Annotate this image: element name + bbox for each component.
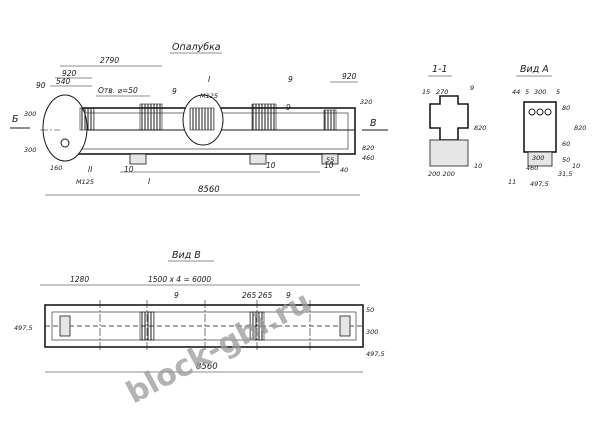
small-hole <box>60 138 70 148</box>
dim-90: 90 <box>36 81 46 90</box>
support-pad-left <box>129 153 147 165</box>
sec-d200-200: 200 200 <box>428 170 455 178</box>
support-pad-right <box>321 153 339 165</box>
arrow-b: Б <box>12 114 19 125</box>
dim-320: 320 <box>360 98 372 106</box>
dim-2790: 2790 <box>100 56 119 65</box>
bottom-d50: 50 <box>366 306 374 314</box>
hole-label: Отв. ⌀=50 <box>98 86 138 95</box>
bottom-view: Вид В 1280 1500 х 4 = 6000 9 265 265 9 4… <box>14 250 385 373</box>
pos10-c: 10 <box>324 161 334 170</box>
top-view-title: Опалубка <box>172 42 221 53</box>
bottom-d265b: 265 <box>258 291 273 300</box>
section-title: 1-1 <box>432 64 448 75</box>
top-view: Опалубка 2790 920 540 90 920 <box>10 42 388 196</box>
view-a-title: Вид А <box>520 64 549 75</box>
bottom-d300: 300 <box>366 328 378 336</box>
va-d4975: 497,5 <box>530 180 549 188</box>
va-d60: 60 <box>562 140 570 148</box>
dim-8560-bottom: 8560 <box>196 362 218 372</box>
pos9-b: 9 <box>288 75 293 84</box>
va-d44: 44 <box>512 88 520 96</box>
bottom-pos9-b: 9 <box>286 291 291 300</box>
mark-i: I <box>208 75 211 84</box>
bottom-d4975-right: 497,5 <box>366 350 385 358</box>
bottom-view-title: Вид В <box>172 250 201 261</box>
dim-1500x4: 1500 х 4 = 6000 <box>148 275 211 284</box>
dim-160: 160 <box>50 164 62 172</box>
view-a-foot <box>527 151 553 167</box>
view-a-hole-1 <box>528 108 536 116</box>
section-1-1: 1-1 15 270 9 820 200 200 10 <box>422 64 486 178</box>
dim-300b: 300 <box>24 146 36 154</box>
va-d300: 300 <box>534 88 546 96</box>
pos9-c: 9 <box>286 103 291 112</box>
bottom-beam-inner <box>51 311 357 341</box>
pos10-a: 10 <box>124 165 134 174</box>
view-a: Вид А 44 5 300 5 80 820 60 300 460 31,5 … <box>508 64 586 188</box>
va-d5a: 5 <box>525 88 529 96</box>
va-d11: 11 <box>508 178 516 186</box>
va-d820: 820 <box>574 124 586 132</box>
view-a-hole-3 <box>544 108 552 116</box>
sec-d10: 10 <box>474 162 482 170</box>
sec-d270: 270 <box>436 88 448 96</box>
va-d300b: 300 <box>532 154 544 162</box>
bottom-d4975-left: 497,5 <box>14 324 33 332</box>
embed-zone-1 <box>79 107 95 131</box>
bottom-end-left <box>59 315 71 337</box>
dim-40: 40 <box>340 166 348 174</box>
arrow-v: В <box>370 118 377 129</box>
va-d10: 10 <box>572 162 580 170</box>
dim-55: 55 <box>326 156 334 164</box>
view-a-hole-2 <box>536 108 544 116</box>
va-d460: 460 <box>526 164 538 172</box>
sec-d9: 9 <box>470 84 474 92</box>
va-d5b: 5 <box>556 88 560 96</box>
pos10-b: 10 <box>266 161 276 170</box>
dim-920-left: 920 <box>62 69 77 78</box>
watermark: block-gbi.ru <box>121 285 317 411</box>
pos9-a: 9 <box>172 87 177 96</box>
embed-zone-2 <box>139 103 163 131</box>
dim-820: 820 <box>362 144 374 152</box>
m125-left: М125 <box>76 178 94 186</box>
section-outline <box>429 95 469 141</box>
dim-1280: 1280 <box>70 275 89 284</box>
dim-460: 460 <box>362 154 374 162</box>
va-d315: 31,5 <box>558 170 572 178</box>
pos1: I <box>148 177 151 186</box>
section-foot <box>429 139 469 167</box>
support-pad-middle <box>249 153 267 165</box>
va-d80: 80 <box>562 104 570 112</box>
dim-300a: 300 <box>24 110 36 118</box>
embed-zone-5 <box>323 109 337 131</box>
bottom-pos9-a: 9 <box>174 291 179 300</box>
sec-d820: 820 <box>474 124 486 132</box>
dim-8560-top: 8560 <box>198 185 220 195</box>
bottom-d265a: 265 <box>242 291 257 300</box>
dim-540: 540 <box>56 77 71 86</box>
pos2: II <box>88 165 93 174</box>
va-d50: 50 <box>562 156 570 164</box>
embed-zone-4 <box>251 103 277 131</box>
sec-d15: 15 <box>422 88 430 96</box>
bottom-end-right <box>339 315 351 337</box>
embed-zone-3 <box>189 107 215 131</box>
m125-top: М125 <box>200 92 218 100</box>
dim-920-right: 920 <box>342 72 357 81</box>
